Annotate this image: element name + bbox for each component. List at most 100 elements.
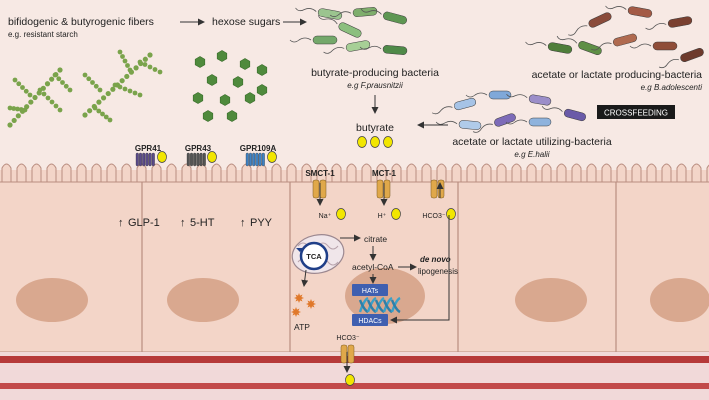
fiber-bead	[22, 107, 28, 113]
up-arrow-pyy: ↑	[240, 217, 246, 229]
atp-burst	[306, 299, 316, 309]
fiber-bead	[97, 87, 103, 93]
fiber-bead	[57, 67, 63, 73]
fiber-bead	[27, 92, 33, 98]
fiber-bead	[100, 111, 105, 117]
bacterium-icon	[323, 40, 371, 54]
hats-box	[352, 284, 388, 296]
fiber-bead	[117, 49, 123, 55]
fiber-bead	[137, 92, 143, 98]
fiber-bead	[110, 86, 116, 92]
bacterium-icon	[505, 117, 552, 127]
fiber-bead	[41, 91, 47, 97]
butyrate-molecule	[267, 151, 277, 163]
bacterium-icon	[506, 93, 552, 106]
hexose-hexagon	[226, 110, 238, 122]
fiber-bead	[127, 67, 133, 73]
bacterium-icon	[472, 113, 516, 133]
fiber-bead	[7, 105, 13, 111]
bicarbonate-bottom-label: HCO3⁻	[336, 335, 359, 342]
fiber-bead	[132, 90, 138, 96]
hdacs-label: HDACs	[358, 318, 382, 325]
butyrate-producers-label: butyrate-producing bacteria	[311, 67, 439, 79]
gpr-receptor-icon	[186, 152, 206, 167]
nucleus	[16, 278, 88, 322]
bacterium-icon	[465, 90, 512, 100]
butyrate-molecule	[446, 208, 456, 220]
hexose-hexagon	[232, 76, 244, 88]
bacterium-icon	[605, 5, 653, 18]
hexose-hexagon	[194, 56, 206, 68]
smct1-label: SMCT-1	[305, 169, 335, 178]
fiber-bead	[112, 82, 118, 88]
fiber-bead	[23, 88, 29, 94]
transporter-channel-icon	[312, 179, 327, 199]
hexose-hexagon	[219, 94, 231, 106]
fiber-bead	[147, 52, 153, 58]
up-arrow-glp1: ↑	[118, 217, 124, 229]
fiber-bead	[90, 80, 95, 85]
fiber-bead	[96, 99, 102, 105]
gpr43-label: GPR43	[185, 144, 212, 153]
fiber-bead	[11, 117, 17, 124]
fiber-bead	[105, 90, 111, 97]
bacterium-icon	[658, 48, 704, 69]
acetate-utilizers-example: e.g E.halii	[514, 150, 549, 159]
fiber-bead	[37, 87, 43, 93]
arrow-butyrate-to-hdacs	[390, 215, 450, 324]
fiber-bead	[18, 107, 24, 112]
fiber-bead	[7, 122, 13, 128]
hats-label: HATs	[362, 288, 379, 295]
fiber-bead	[49, 76, 55, 82]
bacterium-icon	[360, 8, 407, 25]
atp-burst	[294, 293, 304, 303]
bacterium-icon	[629, 41, 678, 51]
atp-label: ATP	[294, 322, 310, 332]
hexose-hexagon	[202, 110, 214, 122]
transporters	[312, 179, 445, 373]
fiber-bead	[157, 69, 163, 75]
hexose-hexagon	[256, 84, 268, 96]
butyrate-molecule	[383, 136, 393, 148]
fiber-chains	[7, 49, 163, 128]
gpr109a-label: GPR109A	[240, 144, 277, 153]
fiber-bead	[20, 85, 25, 90]
fiber-bead	[93, 83, 99, 89]
fiber-bead	[28, 99, 34, 105]
hexose-hexagon	[244, 92, 256, 104]
fiber-bead	[57, 107, 63, 113]
fiber-bead	[142, 62, 148, 67]
fiber-bead	[16, 81, 22, 87]
hexose-hexagon	[216, 50, 228, 62]
bacterium-icon	[556, 35, 602, 55]
butyrate-molecule	[391, 208, 401, 220]
fiber-bead	[56, 76, 62, 82]
fiber-bead	[119, 78, 125, 84]
gpr-receptor-icon	[135, 152, 155, 167]
fiber-bead	[87, 108, 93, 114]
hexose-hexagon	[256, 64, 268, 76]
acetate-utilizers-label: acetate or lactate utilizing-bacteria	[452, 136, 611, 148]
butyrate-molecule	[157, 151, 167, 163]
fiber-bead	[15, 106, 20, 112]
butyrate-producers-example: e.g F.prausnitzii	[347, 81, 403, 90]
fibers-example: e.g. resistant starch	[8, 30, 78, 39]
fiber-bead	[103, 114, 109, 120]
fiber-bead	[125, 63, 130, 68]
hdacs-box	[352, 314, 388, 326]
bacterium-icon	[645, 16, 693, 30]
fiber-bead	[120, 54, 125, 59]
nucleus	[167, 278, 239, 322]
fiber-bead	[107, 117, 113, 123]
fiber-bead	[122, 58, 128, 64]
acetate-producers-example: e.g B.adolescenti	[641, 83, 703, 92]
serotonin-label: 5-HT	[190, 217, 215, 229]
atp-burst	[291, 307, 301, 317]
hexose-label: hexose sugars	[212, 16, 280, 28]
transporter-channel-icon	[376, 179, 391, 199]
nucleus	[650, 278, 709, 322]
bacterium-icon	[541, 105, 587, 122]
up-arrow-5ht: ↑	[180, 217, 186, 229]
